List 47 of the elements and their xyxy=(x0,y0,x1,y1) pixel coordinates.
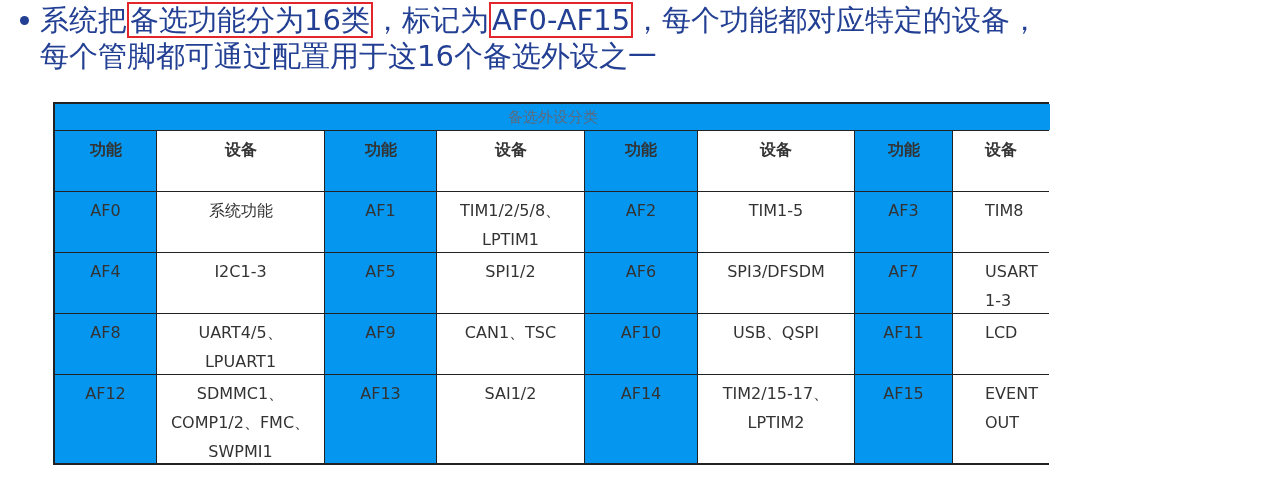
header-cell: 设备 xyxy=(157,131,324,191)
table-cell: CAN1、TSC xyxy=(437,314,584,374)
table-cell: AF3 xyxy=(855,192,952,252)
table-cell: USB、QSPI xyxy=(698,314,854,374)
table-cell: AF10 xyxy=(585,314,697,374)
header-cell: 功能 xyxy=(585,131,697,191)
table-cell: I2C1-3 xyxy=(157,253,324,313)
table-title: 备选外设分类 xyxy=(55,104,1050,130)
table-cell: USART 1-3 xyxy=(953,253,1050,313)
table-cell: AF15 xyxy=(855,375,952,463)
table-cell: AF14 xyxy=(585,375,697,463)
table-cell: LCD xyxy=(953,314,1050,374)
table-cell: UART4/5、 LPUART1 xyxy=(157,314,324,374)
table-cell: TIM8 xyxy=(953,192,1050,252)
table-cell: EVENT OUT xyxy=(953,375,1050,463)
table-cell: AF7 xyxy=(855,253,952,313)
table-cell: AF8 xyxy=(55,314,156,374)
table-cell: TIM1-5 xyxy=(698,192,854,252)
header-cell: 设备 xyxy=(953,131,1050,191)
header-cell: 功能 xyxy=(855,131,952,191)
table-cell: SPI3/DFSDM xyxy=(698,253,854,313)
header-cell: 功能 xyxy=(325,131,436,191)
table-cell: AF6 xyxy=(585,253,697,313)
table-cell: SDMMC1、 COMP1/2、FMC、 SWPMI1 xyxy=(157,375,324,463)
bullet-text: 系统把 xyxy=(40,3,127,37)
table-cell: AF2 xyxy=(585,192,697,252)
bullet-text: 每个管脚都可通过配置用于这16个备选外设之一 xyxy=(40,38,658,74)
highlight-box: 备选功能分为16类 xyxy=(127,2,373,38)
table-cell: SAI1/2 xyxy=(437,375,584,463)
table-cell: AF0 xyxy=(55,192,156,252)
bullet-text: ，每个功能都对应特定的设备， xyxy=(633,3,1040,37)
header-cell: 功能 xyxy=(55,131,156,191)
table-cell: AF1 xyxy=(325,192,436,252)
header-cell: 设备 xyxy=(698,131,854,191)
table-cell: AF5 xyxy=(325,253,436,313)
table-cell: AF4 xyxy=(55,253,156,313)
table-cell: 系统功能 xyxy=(157,192,324,252)
header-cell: 设备 xyxy=(437,131,584,191)
bullet-text: ，标记为 xyxy=(372,3,489,37)
highlight-box: AF0-AF15 xyxy=(488,2,634,38)
table-cell: AF13 xyxy=(325,375,436,463)
table-cell: TIM1/2/5/8、 LPTIM1 xyxy=(437,192,584,252)
table-cell: AF11 xyxy=(855,314,952,374)
table-cell: AF9 xyxy=(325,314,436,374)
table-cell: AF12 xyxy=(55,375,156,463)
table-cell: SPI1/2 xyxy=(437,253,584,313)
table-cell: TIM2/15-17、 LPTIM2 xyxy=(698,375,854,463)
